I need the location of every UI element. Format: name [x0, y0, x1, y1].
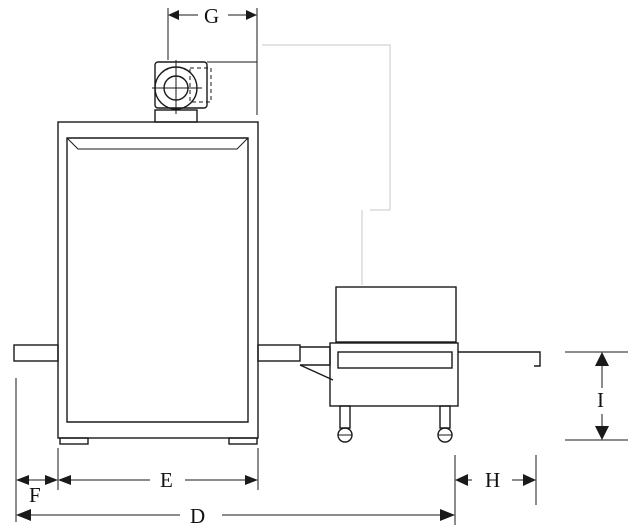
conveyor [13, 344, 334, 381]
dimension-h [454, 455, 537, 525]
tunnel-cabinet [57, 121, 259, 445]
dimension-d [16, 509, 455, 521]
dimension-label-d: D [190, 504, 205, 528]
dimension-e-f [15, 378, 259, 522]
dimension-label-h: H [485, 468, 500, 492]
sealer-machine [329, 286, 541, 443]
dimension-label-i: I [597, 388, 604, 412]
fan-assembly [152, 60, 212, 123]
dimension-label-e: E [160, 468, 173, 492]
faint-guides [262, 44, 391, 285]
dimension-i [565, 351, 628, 441]
dimension-label-f: F [29, 483, 41, 507]
dimension-label-g: G [204, 4, 219, 28]
dimension-g [167, 8, 258, 115]
